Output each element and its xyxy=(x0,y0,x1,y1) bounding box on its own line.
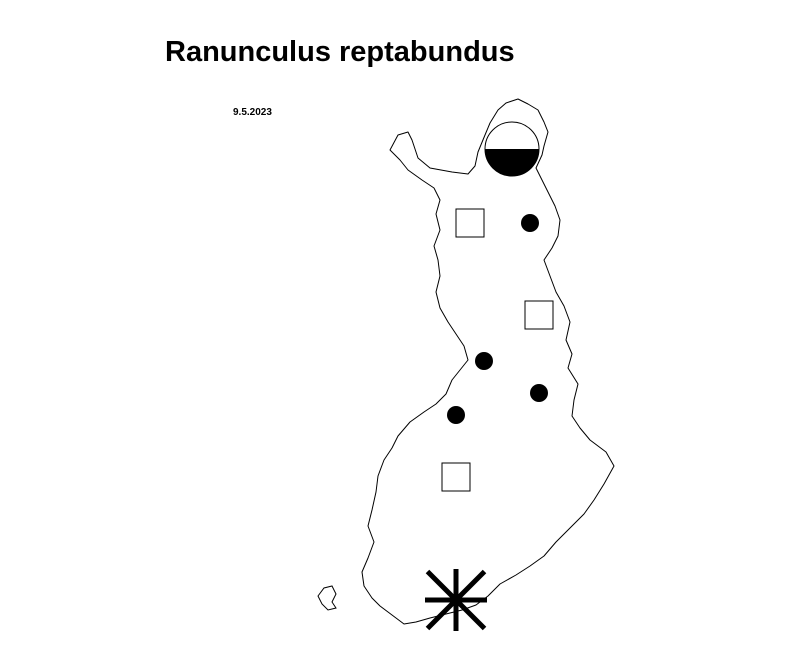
marker-filled-circle xyxy=(530,384,548,402)
marker-open-square xyxy=(441,462,471,492)
map-title: Ranunculus reptabundus xyxy=(165,36,515,68)
aland-islands xyxy=(317,585,337,611)
distribution-markers xyxy=(425,121,554,631)
marker-open-square xyxy=(524,300,554,330)
marker-open-square xyxy=(455,208,485,238)
marker-filled-circle xyxy=(521,214,539,232)
marker-asterisk xyxy=(425,569,487,631)
marker-half-filled-circle-large xyxy=(484,121,540,177)
marker-filled-circle xyxy=(447,406,465,424)
marker-filled-circle xyxy=(475,352,493,370)
map-date: 9.5.2023 xyxy=(233,107,272,118)
